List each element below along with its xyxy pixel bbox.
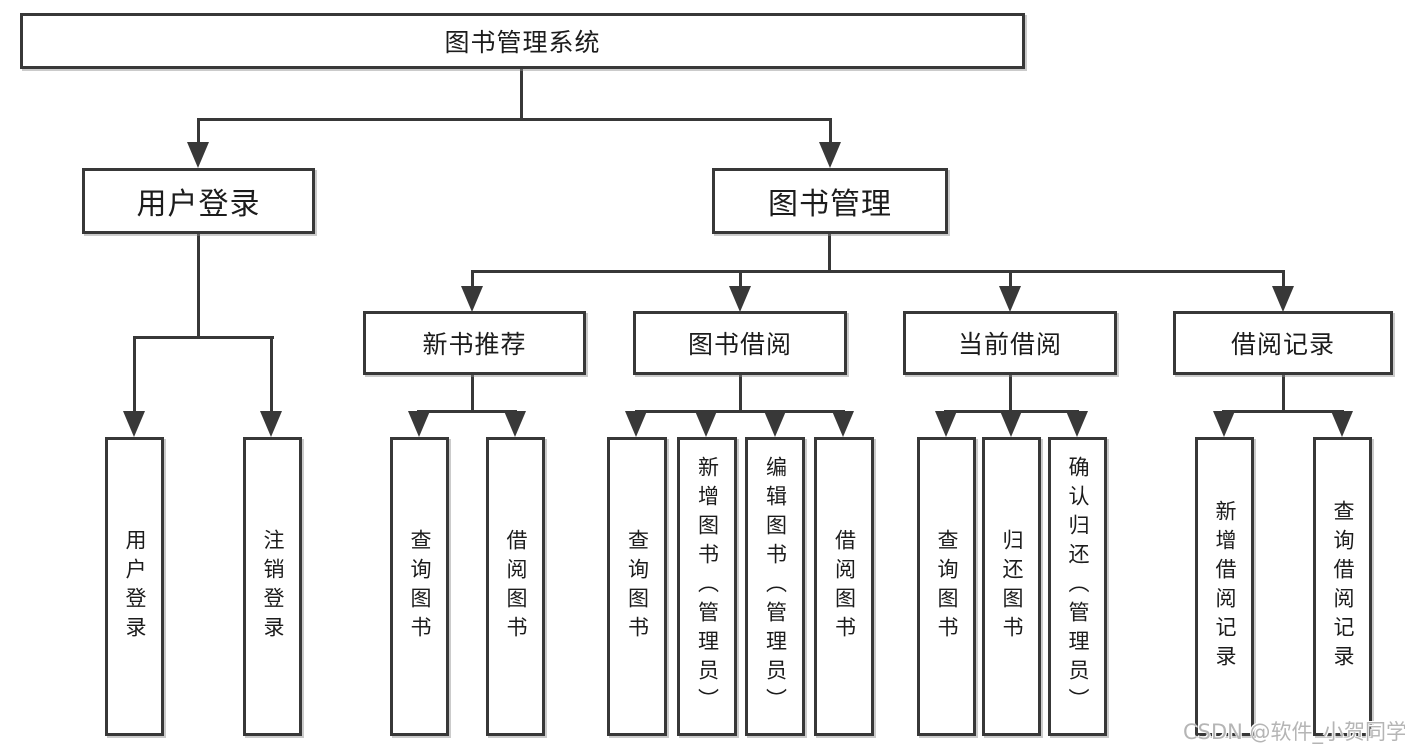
node-label: 新增图书（管理员）: [695, 456, 720, 717]
node-label: 借阅图书: [504, 528, 528, 645]
watermark: CSDN @软件_小贺同学: [1183, 720, 1405, 744]
node-book-borrowing: 图书借阅: [633, 311, 847, 375]
node-label: 确认归还（管理员）: [1066, 456, 1090, 717]
node-user-login: 用户登录: [82, 168, 315, 234]
edge-l3-stem: [1282, 270, 1285, 289]
leaf-query-books: 查询图书: [390, 437, 449, 736]
leaf-query-borrow-record: 查询借阅记录: [1313, 437, 1372, 736]
arrow-down-icon: [123, 411, 145, 437]
arrow-down-icon: [729, 286, 751, 312]
arrow-down-icon: [1066, 411, 1088, 437]
edge-user-login-down: [197, 233, 200, 338]
arrow-down-icon: [999, 286, 1021, 312]
node-book-management: 图书管理: [712, 168, 948, 234]
arrow-down-icon: [504, 411, 526, 437]
edge-book-mgmt-down: [828, 233, 831, 272]
node-label: 新书推荐: [422, 330, 527, 359]
leaf-borrow-books: 借阅图书: [814, 437, 874, 736]
leaf-confirm-return-admin: 确认归还（管理员）: [1048, 437, 1107, 736]
arrow-down-icon: [625, 411, 647, 437]
arrow-down-icon: [408, 411, 430, 437]
edge-recommend-branch: [417, 410, 517, 413]
leaf-add-borrow-record: 新增借阅记录: [1195, 437, 1254, 736]
edge-records-branch: [1222, 410, 1344, 413]
leaf-query-books: 查询图书: [917, 437, 976, 736]
arrow-down-icon: [1213, 411, 1235, 437]
edge-current-down: [1009, 374, 1012, 413]
arrow-down-icon: [461, 286, 483, 312]
leaf-borrow-books: 借阅图书: [486, 437, 545, 736]
node-label: 查询借阅记录: [1331, 499, 1355, 674]
node-borrowing-records: 借阅记录: [1173, 311, 1393, 375]
edge-borrow-branch: [635, 410, 845, 413]
edge-l3-stem: [471, 270, 474, 289]
node-label: 借阅图书: [832, 528, 857, 645]
node-label: 用户登录: [136, 187, 261, 222]
node-label: 图书借阅: [687, 330, 792, 359]
edge-level3-branch: [471, 270, 1284, 273]
node-label: 查询图书: [625, 528, 650, 645]
arrow-down-icon: [695, 411, 717, 437]
node-label: 图书管理系统: [444, 28, 601, 57]
edge-user-leaves-branch: [133, 336, 274, 339]
leaf-user-login: 用户登录: [105, 437, 164, 736]
edge-user-login-stem: [197, 118, 200, 144]
arrow-down-icon: [819, 142, 841, 168]
node-label: 用户登录: [123, 528, 147, 645]
edge-user-leaf2-stem: [270, 336, 273, 413]
node-current-borrowing: 当前借阅: [903, 311, 1117, 375]
edge-book-mgmt-stem: [829, 118, 832, 144]
leaf-query-books: 查询图书: [607, 437, 667, 736]
edge-recommend-down: [471, 374, 474, 413]
edge-l3-stem: [739, 270, 742, 289]
arrow-down-icon: [764, 411, 786, 437]
edge-user-leaf1-stem: [133, 336, 136, 413]
node-label: 查询图书: [408, 528, 432, 645]
node-label: 归还图书: [1000, 528, 1024, 645]
edge-records-down: [1282, 374, 1285, 413]
node-label: 图书管理: [768, 187, 892, 222]
node-label: 编辑图书（管理员）: [763, 456, 788, 717]
leaf-add-books-admin: 新增图书（管理员）: [677, 437, 737, 736]
arrow-down-icon: [1000, 411, 1022, 437]
node-label: 注销登录: [261, 528, 285, 645]
node-label: 借阅记录: [1230, 330, 1335, 359]
leaf-logout: 注销登录: [243, 437, 302, 736]
node-label: 当前借阅: [957, 330, 1062, 359]
arrow-down-icon: [187, 142, 209, 168]
node-new-book-recommend: 新书推荐: [363, 311, 586, 375]
leaf-return-books: 归还图书: [982, 437, 1041, 736]
arrow-down-icon: [1331, 411, 1353, 437]
arrow-down-icon: [260, 411, 282, 437]
leaf-edit-books-admin: 编辑图书（管理员）: [745, 437, 805, 736]
arrow-down-icon: [1272, 286, 1294, 312]
arrow-down-icon: [935, 411, 957, 437]
arrow-down-icon: [832, 411, 854, 437]
edge-level2-branch: [197, 118, 832, 121]
edge-borrow-down: [739, 374, 742, 413]
node-library-system: 图书管理系统: [20, 13, 1025, 69]
node-label: 新增借阅记录: [1213, 499, 1237, 674]
edge-l3-stem: [1009, 270, 1012, 289]
edge-root-stem: [520, 69, 523, 119]
node-label: 查询图书: [935, 528, 959, 645]
